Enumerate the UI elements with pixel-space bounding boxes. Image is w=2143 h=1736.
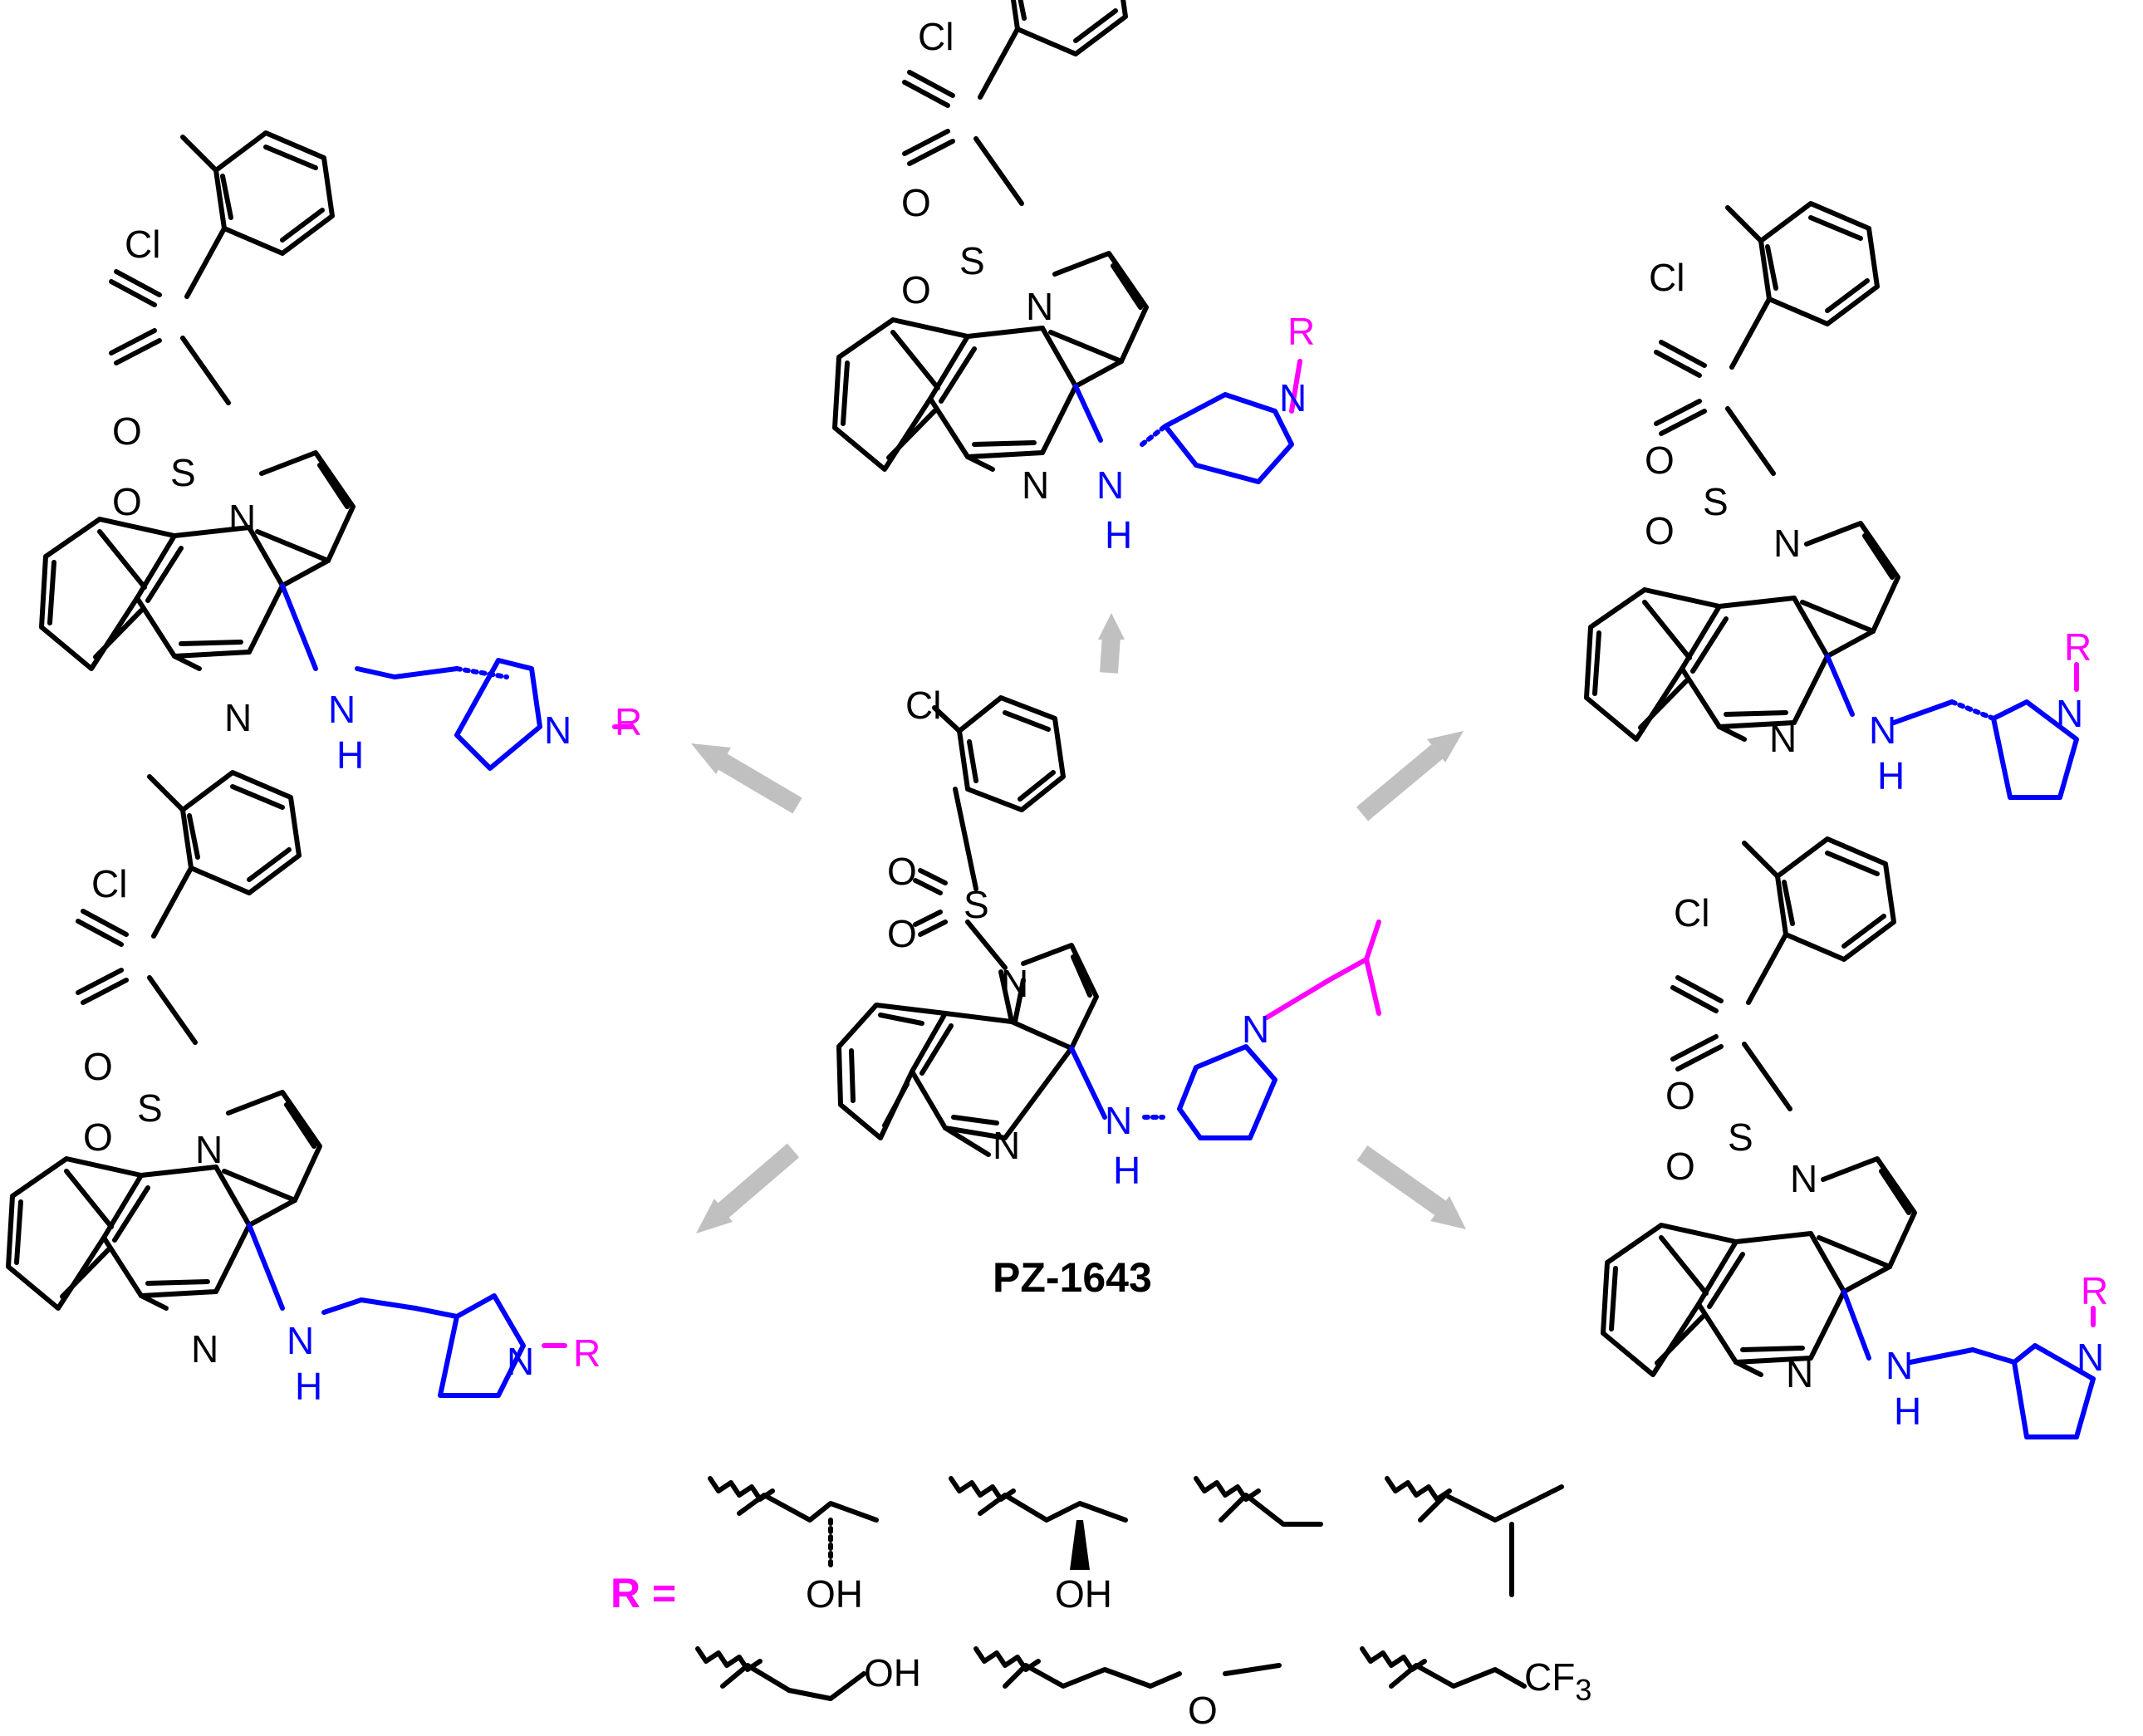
atom-n: N (2056, 692, 2083, 735)
atom-cl: Cl (905, 684, 941, 727)
top-labels: Cl S O O N N N H N R (901, 15, 1315, 557)
atom-cl: Cl (1674, 891, 1709, 934)
oh-label: OH (806, 1572, 863, 1616)
atom-s: S (964, 883, 989, 926)
top-structure (835, 0, 1302, 484)
atom-n: N (1773, 522, 1801, 565)
center-structure (836, 695, 1381, 1157)
atom-n: N (1279, 376, 1307, 419)
r-equals-label: R = (611, 1570, 676, 1616)
atom-n: N (224, 696, 252, 739)
atom-n: N (1786, 1352, 1813, 1395)
atom-nh-n: N (1869, 709, 1896, 752)
atom-o: O (112, 409, 142, 453)
atom-nh-h: H (1113, 1149, 1140, 1192)
atom-s: S (959, 239, 985, 282)
atom-o: O (901, 268, 931, 311)
atom-nh-n: N (287, 1319, 314, 1362)
arrow-down-left (696, 1143, 800, 1233)
bottom-right-labels: Cl S O O N N N H N R (1665, 891, 2108, 1433)
atom-cl: Cl (1649, 256, 1684, 299)
atom-nh-n: N (328, 688, 356, 731)
atom-nh-n: N (1886, 1344, 1913, 1387)
center-labels: Cl S O O N N N H N PZ-1643 (887, 684, 1269, 1301)
atom-o: O (1645, 439, 1675, 482)
r-group-1: OH (708, 1476, 879, 1616)
atom-o: O (901, 181, 931, 224)
top-left-structure (42, 133, 634, 771)
atom-nh-h: H (1105, 513, 1132, 557)
atom-r: R (1287, 310, 1315, 353)
r-group-5: OH (695, 1646, 921, 1701)
atom-n: N (1022, 463, 1049, 507)
atom-n: N (1769, 717, 1797, 760)
arrow-up-left (691, 743, 802, 814)
atom-cl: Cl (125, 223, 160, 266)
r-group-6: O (973, 1646, 1282, 1732)
atom-nh-n: N (1105, 1099, 1132, 1142)
r-group-legend: R = OH OH OH (611, 1476, 1591, 1732)
atom-s: S (137, 1086, 163, 1130)
atom-o: O (1665, 1145, 1695, 1188)
atom-s: S (170, 451, 196, 494)
atom-n: N (1001, 962, 1028, 1005)
atom-n: N (191, 1327, 218, 1371)
atom-cl: Cl (918, 15, 954, 58)
atom-r: R (2064, 625, 2092, 669)
atom-n: N (2077, 1336, 2104, 1379)
atom-o: O (83, 1116, 113, 1159)
atom-n: N (195, 1128, 223, 1171)
atom-o: O (887, 850, 917, 893)
atom-n: N (228, 497, 256, 540)
atom-nh-h: H (1894, 1390, 1921, 1433)
atom-s: S (1728, 1116, 1753, 1159)
atom-o: O (112, 480, 142, 523)
atom-cl: Cl (91, 862, 127, 905)
atom-o: O (83, 1045, 113, 1088)
r-group-4 (1385, 1476, 1564, 1597)
top-left-labels: Cl S O O N N N H N R (112, 223, 642, 777)
oh-label: OH (864, 1651, 921, 1694)
r-group-7: CF3 (1360, 1646, 1591, 1707)
atom-r: R (615, 700, 642, 743)
atom-nh-h: H (295, 1365, 322, 1408)
atom-n: N (1242, 1008, 1269, 1051)
atom-s: S (1703, 480, 1729, 523)
atom-nh-n: N (1096, 463, 1124, 507)
compound-name: PZ-1643 (993, 1254, 1152, 1301)
oh-label: OH (1055, 1572, 1112, 1616)
cf3-label: CF3 (1524, 1655, 1591, 1707)
atom-r: R (2081, 1269, 2108, 1312)
bottom-left-labels: Cl S O O N N N H N R (83, 862, 601, 1408)
arrow-up-right (1356, 731, 1464, 821)
atom-n: N (1026, 285, 1053, 328)
o-label: O (1188, 1689, 1218, 1732)
atom-n: N (507, 1340, 534, 1383)
atom-r: R (573, 1331, 601, 1375)
bottom-right-structure (1603, 839, 2096, 1439)
atom-n: N (544, 709, 571, 752)
arrow-down-right (1356, 1145, 1466, 1229)
top-right-structure (1586, 204, 2079, 800)
r-group-3 (1194, 1476, 1323, 1527)
atom-o: O (887, 912, 917, 955)
atom-n: N (993, 1124, 1020, 1167)
atom-o: O (1645, 509, 1675, 552)
atom-nh-h: H (336, 733, 364, 777)
bottom-left-structure (8, 772, 567, 1398)
atom-n: N (1790, 1157, 1817, 1200)
atom-nh-h: H (1877, 754, 1905, 797)
arrows (691, 613, 1466, 1233)
r-group-2: OH (949, 1476, 1128, 1616)
atom-o: O (1665, 1074, 1695, 1117)
top-right-labels: Cl S O O N N N H N R (1645, 256, 2092, 797)
arrow-up (1098, 613, 1125, 674)
